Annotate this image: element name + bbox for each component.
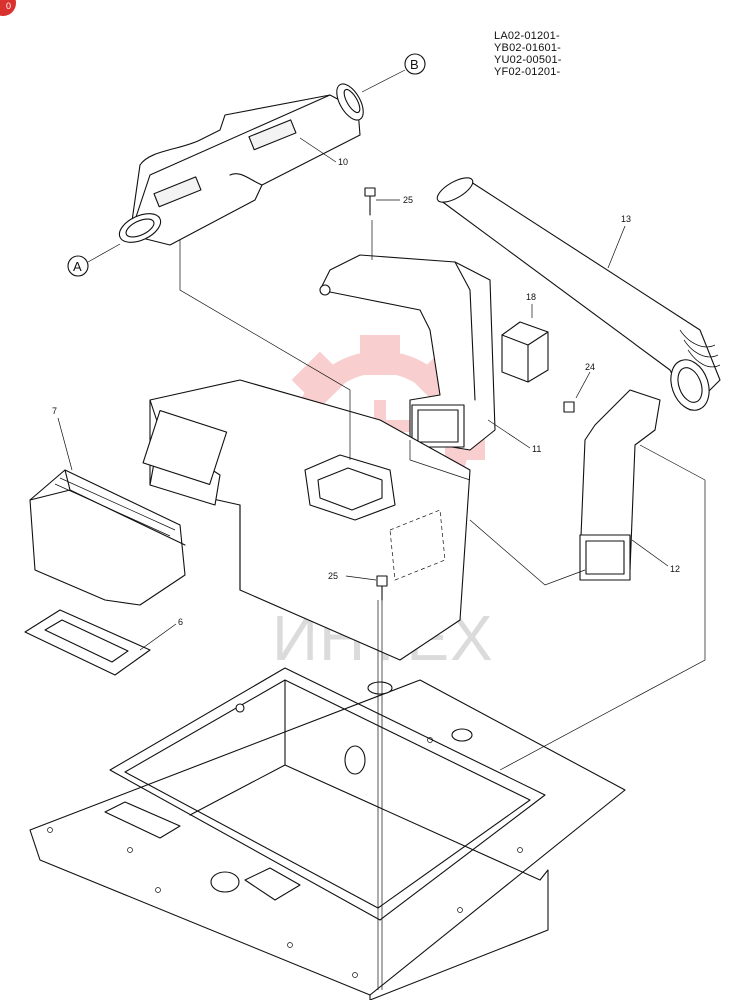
bolt-25-mid	[345, 575, 388, 601]
part-18-block	[501, 321, 549, 383]
heater-housing	[142, 379, 471, 661]
part-6-gasket	[24, 609, 151, 676]
base-frame	[29, 667, 626, 1000]
part-12-duct	[579, 389, 661, 581]
callout-11: 11	[532, 444, 541, 454]
serial-range-1: LA02-01201-	[494, 30, 560, 42]
part-13-hose	[436, 177, 721, 411]
svg-text:B: B	[410, 57, 419, 72]
serial-range-2: YB02-01601-	[494, 42, 562, 54]
serial-range-3: YU02-00501-	[494, 54, 562, 66]
callout-12: 12	[670, 564, 680, 574]
part-7-case	[29, 469, 186, 606]
bolt-25-top	[364, 187, 400, 216]
part-11-duct	[319, 254, 496, 451]
callout-7: 7	[52, 406, 57, 416]
callout-6: 6	[178, 617, 183, 627]
assembly-lines	[179, 220, 706, 990]
callout-24: 24	[585, 362, 595, 372]
callout-25-mid: 25	[328, 571, 338, 581]
callout-10: 10	[338, 157, 348, 167]
corner-badge: 0	[0, 0, 16, 16]
marker-a: A	[67, 243, 121, 277]
part-10-duct	[118, 83, 364, 246]
svg-text:A: A	[73, 259, 82, 274]
callout-13: 13	[621, 214, 631, 224]
marker-b: B	[361, 53, 426, 93]
callout-18: 18	[526, 292, 536, 302]
bolt-24	[563, 371, 591, 413]
callout-25-top: 25	[403, 195, 413, 205]
serial-range-4: YF02-01201-	[494, 66, 561, 78]
